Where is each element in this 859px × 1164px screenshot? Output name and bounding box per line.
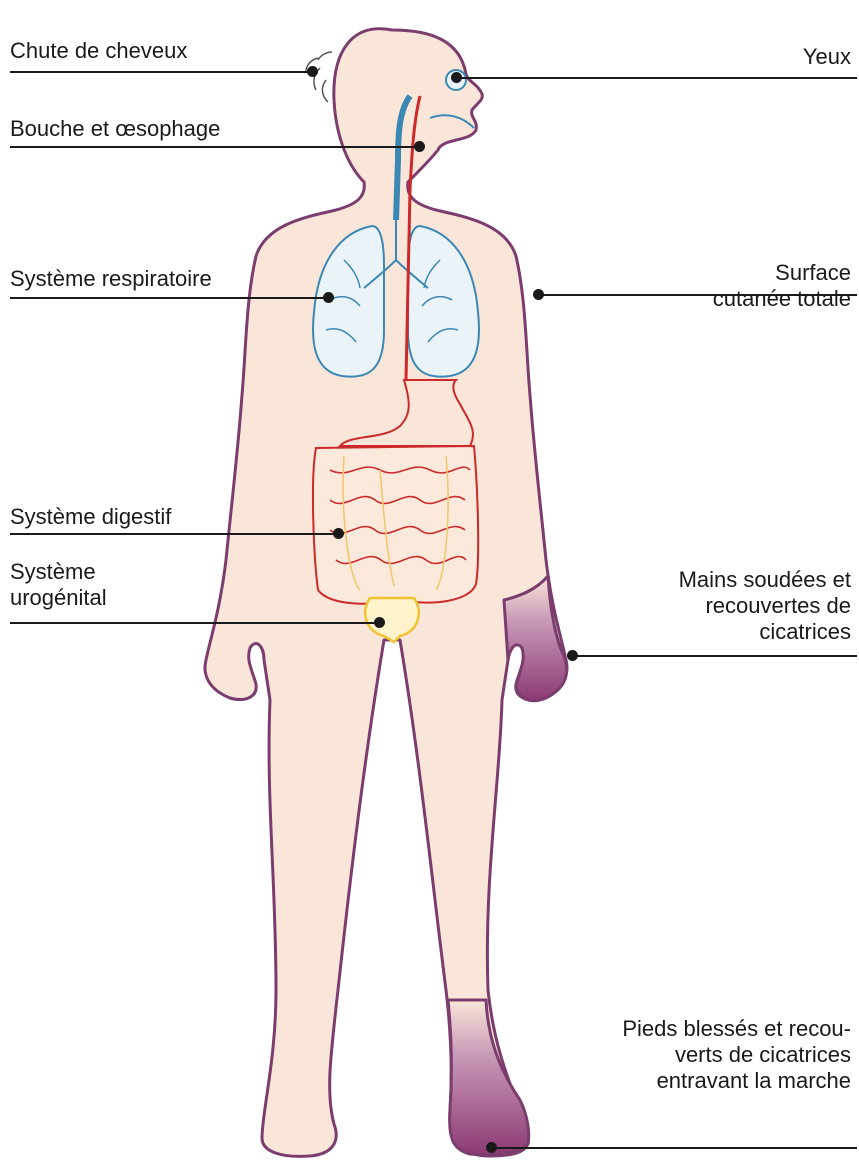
leader-hair-loss xyxy=(10,71,313,73)
marker-respiratory-system xyxy=(323,292,334,303)
leader-eyes xyxy=(456,77,857,79)
label-mouth-esophagus: Bouche et œsophage xyxy=(10,116,220,142)
marker-mouth-esophagus xyxy=(414,141,425,152)
marker-urogenital-system xyxy=(374,617,385,628)
label-hands: Mains soudées et recouvertes de cicatric… xyxy=(679,567,851,645)
marker-hair-loss xyxy=(307,66,318,77)
leader-urogenital-system xyxy=(10,622,380,624)
leader-mouth-esophagus xyxy=(10,146,418,148)
intestines xyxy=(313,446,478,604)
label-urogenital-system: Système urogénital xyxy=(10,559,107,611)
foot-blister xyxy=(448,1000,529,1155)
marker-digestive-system xyxy=(333,528,344,539)
hair-strands xyxy=(306,52,332,102)
label-respiratory-system: Système respiratoire xyxy=(10,266,212,292)
leader-hands xyxy=(572,655,857,657)
label-hair-loss: Chute de cheveux xyxy=(10,38,187,64)
leader-total-skin-surface xyxy=(538,294,857,296)
label-digestive-system: Système digestif xyxy=(10,504,171,530)
leader-digestive-system xyxy=(10,533,338,535)
leader-feet xyxy=(491,1147,857,1149)
leader-respiratory-system xyxy=(10,297,328,299)
label-total-skin-surface: Surface cutanée totale xyxy=(713,260,851,312)
label-feet: Pieds blessés et recou- verts de cicatri… xyxy=(622,1016,851,1094)
label-eyes: Yeux xyxy=(803,44,851,70)
